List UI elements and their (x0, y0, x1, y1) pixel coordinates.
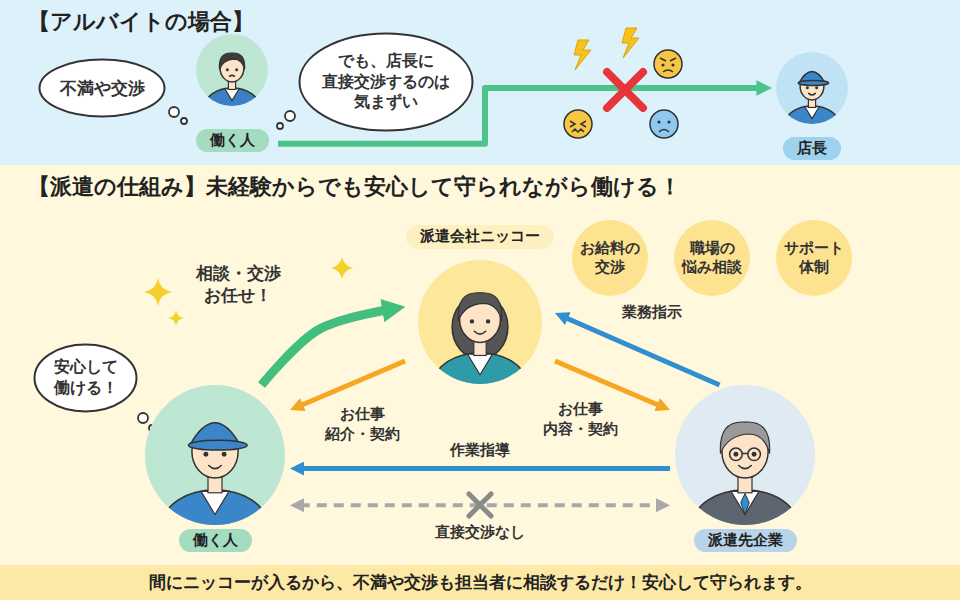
sad-face (650, 110, 678, 138)
sparkle (331, 257, 353, 279)
speech-bubble (35, 345, 137, 412)
bubble-node: 安心して 働ける！ (33, 343, 138, 413)
edge-label-box: 直接交渉なし (410, 522, 550, 543)
person-shape (670, 385, 820, 552)
person-figure (434, 293, 526, 413)
circle-node: 職場の 悩み相談 (674, 220, 750, 296)
footer-ground (0, 565, 960, 600)
topic-circle (674, 220, 750, 296)
edge-label-box: お仕事 紹介・契約 (322, 405, 402, 444)
angry-face (654, 50, 682, 78)
topic-circle (572, 220, 648, 296)
portrait-circle (776, 52, 848, 124)
circle-node: お給料の 交渉 (572, 220, 648, 296)
person-text: 派遣先企業 (694, 529, 797, 553)
person-figure (785, 71, 838, 140)
person-figure (205, 53, 258, 123)
bubble-node: 不満や交渉 (38, 58, 166, 118)
band-node: 【アルバイトの場合】不満や交渉働く人 でも、店長に 直接交渉するのは 気まずい店長 (0, 0, 960, 165)
circle-text: サポート 体制 (779, 239, 849, 278)
edge-label-box: 相談・交渉 お任せ！ (178, 262, 298, 306)
portrait-circle (196, 34, 268, 106)
circle-text: 職場の 悩み相談 (677, 239, 747, 278)
bubble-tail-dot (277, 123, 283, 129)
top-band-ground (0, 0, 960, 165)
nikko-shape (405, 225, 555, 385)
bottom-band-ground (0, 165, 960, 565)
edge-label: 相談・交渉 お任せ！ (178, 262, 298, 306)
lightning-bolt (622, 28, 639, 58)
edge-label-box: 作業指導 (430, 440, 530, 461)
person-text: 働く人 (179, 529, 252, 553)
bubble-node: でも、店長に 直接交渉するのは 気まずい (298, 32, 474, 132)
person-node: 派遣先企業 (670, 385, 820, 552)
band-text: 【派遣の仕組み】未経験からでも安心して守られながら働ける！ (28, 173, 681, 202)
footer-node: 間にニッコーが入るから、不満や交渉も担当者に相談するだけ！安心して守られます。 (0, 565, 960, 600)
person-figure (163, 423, 267, 557)
person-node: 働く人 (140, 385, 290, 552)
circle-node: サポート 体制 (776, 220, 852, 296)
nikko-node: 派遣会社ニッコー (405, 225, 555, 385)
portrait-circle (418, 260, 542, 384)
edge-label: 作業指導 (448, 441, 512, 461)
portrait-circle (145, 385, 285, 525)
sparkle (144, 278, 172, 306)
sparkles (144, 257, 353, 326)
bubble-tail-dot (138, 413, 148, 423)
edge-label: 業務指示 (620, 303, 684, 323)
no-contact-cross (469, 494, 491, 516)
bubble-tail-dot (181, 118, 187, 124)
lightning-bolt (574, 40, 591, 70)
person-figure (693, 422, 797, 557)
lightning (574, 28, 639, 70)
edge-label: お仕事 紹介・契約 (322, 405, 402, 444)
edge-label-box: お仕事 内容・契約 (540, 400, 620, 439)
sparkle (168, 310, 184, 326)
band-text: 【アルバイトの場合】 (28, 8, 254, 37)
bubble-text: 不満や交渉 (46, 77, 158, 99)
portrait-circle (675, 385, 815, 525)
bubble-tail-dot (169, 107, 179, 117)
band-node: 【派遣の仕組み】未経験からでも安心して守られながら働ける！ 派遣会社ニッコーお給料… (0, 165, 960, 565)
blocked-cross (607, 72, 643, 108)
person-node: 店長 (772, 52, 852, 160)
circle-text: お給料の 交渉 (575, 239, 645, 278)
person-text: 店長 (783, 137, 841, 161)
nikko-text: 派遣会社ニッコー (406, 225, 554, 249)
connector-arrow (299, 361, 405, 406)
person-text: 働く人 (196, 129, 269, 153)
edge-label-box: 業務指示 (612, 302, 692, 323)
connector-arrow (300, 466, 670, 471)
person-node: 働く人 (192, 34, 272, 152)
edge-label: お仕事 内容・契約 (540, 400, 620, 439)
speech-bubble (300, 34, 473, 131)
edge-label: 直接交渉なし (433, 523, 527, 543)
distressed-face (564, 110, 592, 138)
speech-bubble (40, 60, 165, 117)
person-shape (140, 385, 290, 552)
bubble-text: 安心して 働ける！ (40, 357, 132, 399)
bubble-tail-dot (285, 111, 295, 121)
connector-arrow (564, 317, 720, 385)
bubble-text: でも、店長に 直接交渉するのは 気まずい (310, 51, 462, 113)
footer-text: 間にニッコーが入るから、不満や交渉も担当者に相談するだけ！安心して守られます。 (149, 571, 812, 593)
topic-circle (776, 220, 852, 296)
